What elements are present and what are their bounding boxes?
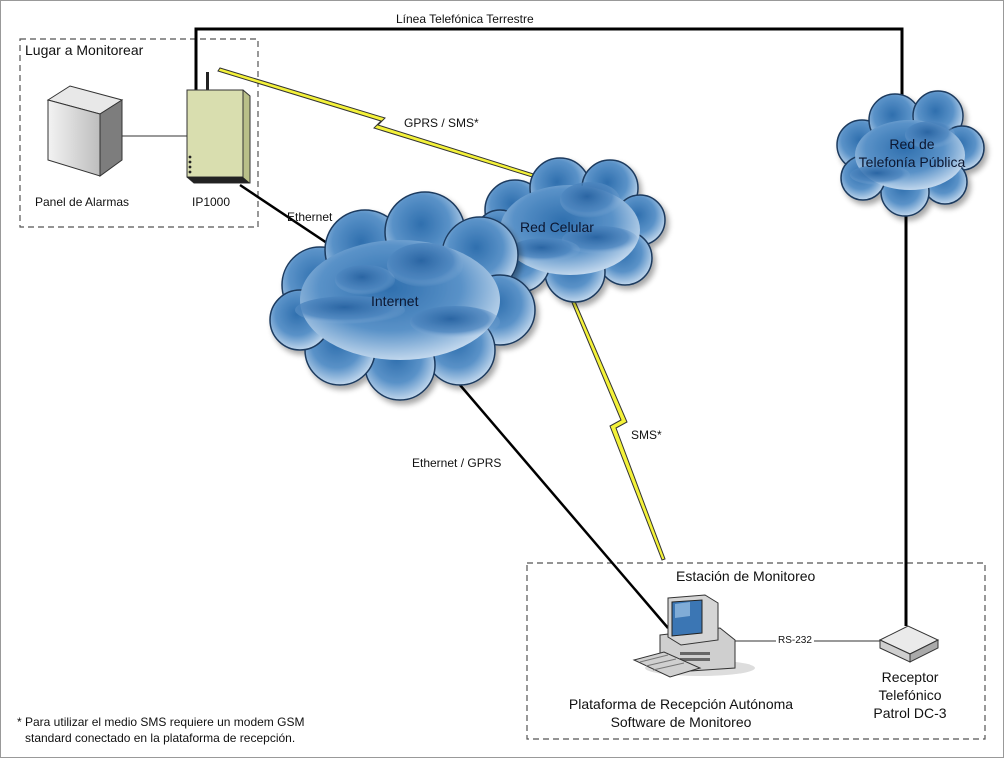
gprs-sms-label: GPRS / SMS* <box>404 116 479 130</box>
ethernet-gprs-label: Ethernet / GPRS <box>412 456 502 470</box>
internet-label: Internet <box>371 293 419 309</box>
alarm-panel-label: Panel de Alarmas <box>35 195 130 209</box>
pstn-label-line2: Telefonía Pública <box>858 154 966 170</box>
site-box-title: Lugar a Monitorear <box>25 42 144 58</box>
receiver-label-line2: Telefónico <box>878 687 942 703</box>
receiver-label-line1: Receptor <box>881 669 939 685</box>
platform-label-line2: Software de Monitoreo <box>610 714 752 730</box>
ethernet-gprs-connector <box>459 384 669 629</box>
sms-label: SMS* <box>631 428 662 442</box>
station-box <box>526 562 986 740</box>
sms-lightning <box>567 291 666 561</box>
alarm-panel-device <box>46 85 124 177</box>
platform-label-line1: Plataforma de Recepción Autónoma <box>568 696 794 712</box>
rs232-label: RS-232 <box>776 635 814 646</box>
footnote-line1: * Para utilizar el medio SMS requiere un… <box>17 715 305 729</box>
pstn-cloud <box>836 90 985 217</box>
landline-connector <box>194 27 904 110</box>
red-celular-label: Red Celular <box>520 219 594 235</box>
receiver-device <box>878 625 940 663</box>
ip1000-label: IP1000 <box>192 195 231 209</box>
footnote-line2: standard conectado en la plataforma de r… <box>25 731 296 745</box>
ip1000-device <box>186 72 251 184</box>
station-box-title: Estación de Monitoreo <box>676 568 816 584</box>
receiver-label-line3: Patrol DC-3 <box>873 705 947 721</box>
ethernet-label: Ethernet <box>287 210 333 224</box>
workstation-device <box>632 594 755 678</box>
internet-cloud <box>269 191 536 401</box>
site-box <box>19 38 259 228</box>
landline-label: Línea Telefónica Terrestre <box>396 12 534 26</box>
gprs-sms-lightning <box>217 67 544 181</box>
pstn-label-line1: Red de <box>889 136 935 152</box>
